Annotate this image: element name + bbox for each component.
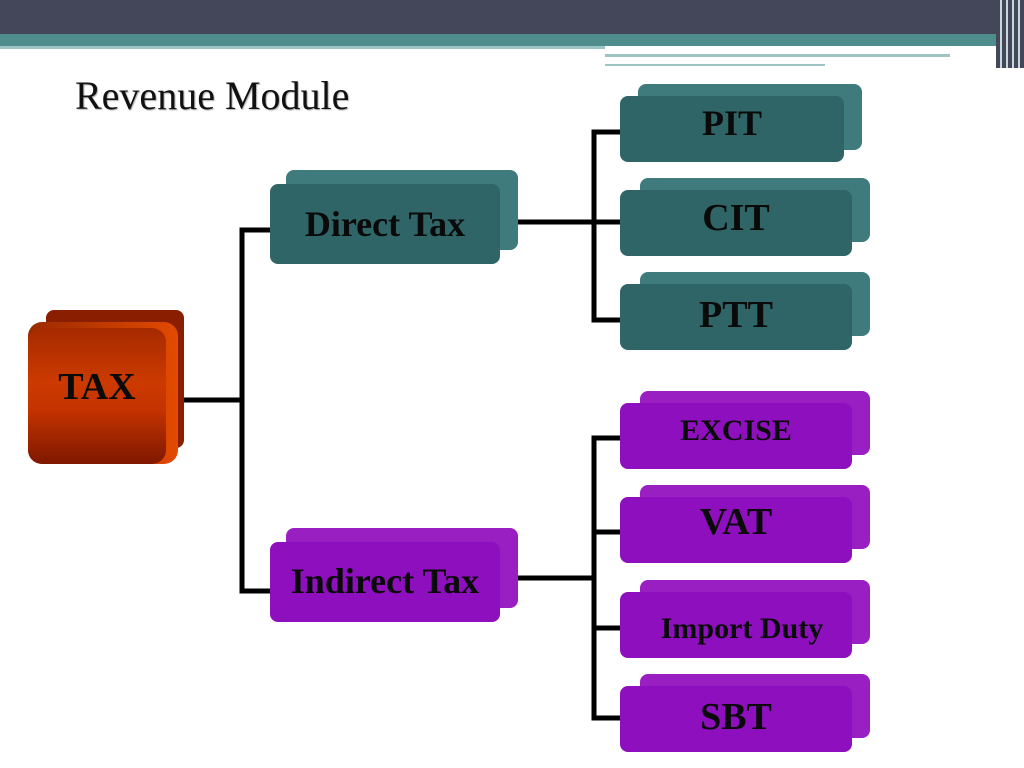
node-tax-label: TAX [58,366,136,408]
node-ptt: PTT [620,272,870,350]
node-indirect-tax: Indirect Tax [270,528,518,622]
node-ptt-label: PTT [699,294,773,336]
node-import-duty: Import Duty [620,580,870,658]
node-sbt-label: SBT [700,696,772,738]
node-vat-label: VAT [699,501,773,543]
header-line-right-lower [605,64,825,66]
node-cit-label: CIT [702,197,770,239]
node-excise-label: EXCISE [680,414,792,447]
node-pit: PIT [620,84,862,162]
header-line-right [605,54,950,57]
header-stripes [996,0,1024,68]
slide-title: Revenue Module [75,73,350,118]
node-cit: CIT [620,178,870,256]
node-indirect-tax-label: Indirect Tax [290,561,480,601]
node-vat: VAT [620,485,870,563]
node-sbt: SBT [620,674,870,752]
node-excise: EXCISE [620,391,870,469]
node-direct-tax-label: Direct Tax [304,204,466,244]
header-bar [0,0,1024,34]
node-direct-tax: Direct Tax [270,170,518,264]
node-tax: TAX [28,310,184,464]
header-line [0,46,605,49]
header-accent-band [0,34,1024,46]
node-pit-label: PIT [701,103,762,143]
node-import-duty-label: Import Duty [660,612,824,645]
